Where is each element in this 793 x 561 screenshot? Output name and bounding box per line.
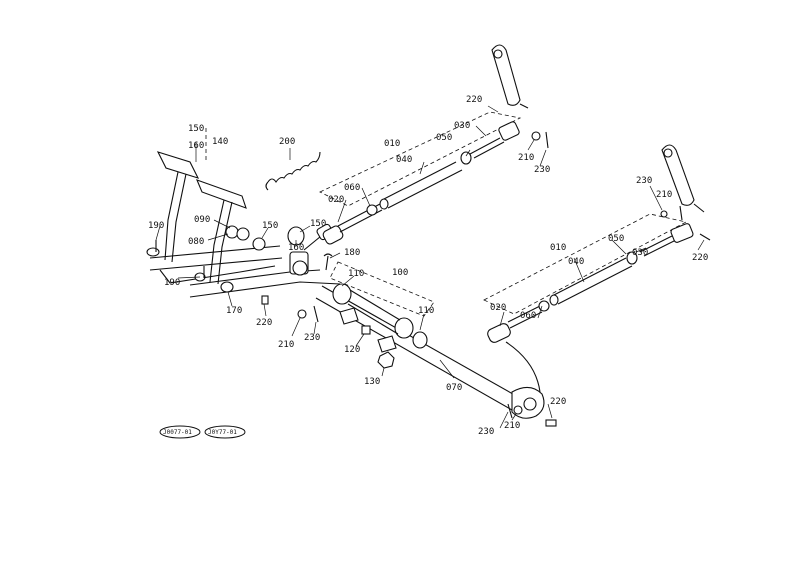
callout-110-b: 110 [418, 306, 434, 316]
pedal-boss [252, 237, 266, 251]
callout-190-a: 190 [148, 221, 164, 231]
callout-060-top: 060 [344, 183, 360, 193]
callout-210-top: 210 [518, 153, 534, 163]
callout-010-top: 010 [384, 139, 400, 149]
callout-030-right: 030 [632, 248, 648, 258]
reference-code-2: J0Y77-01 [208, 429, 237, 436]
callout-210-left: 210 [278, 340, 294, 350]
callout-210-bottom-right: 210 [504, 421, 520, 431]
callout-220-top: 220 [466, 95, 482, 105]
callout-230-left: 230 [304, 333, 320, 343]
callout-090: 090 [194, 215, 210, 225]
callout-160-top: 160 [188, 141, 204, 151]
callout-labels: 150 160 140 200 190 090 080 150 150 160 … [148, 95, 708, 437]
cross-shaft-assembly [315, 261, 557, 427]
callout-070: 070 [446, 383, 462, 393]
reference-codes: J0077-01 J0Y77-01 [159, 425, 246, 439]
bushing [225, 225, 239, 239]
callout-120: 120 [344, 345, 360, 355]
callout-060-right: 060 [520, 311, 536, 321]
callout-010-right: 010 [550, 243, 566, 253]
callout-160-mid: 160 [288, 243, 304, 253]
upper-lever-arm [491, 44, 521, 106]
callout-150-b: 150 [310, 219, 326, 229]
callout-020-right: 020 [490, 303, 506, 313]
callout-100: 100 [392, 268, 408, 278]
callout-180: 180 [344, 248, 360, 258]
callout-030-top: 030 [454, 121, 470, 131]
callout-230-top: 230 [534, 165, 550, 175]
leader-lines [155, 105, 705, 429]
callout-230-bottom-right: 230 [478, 427, 494, 437]
right-lever-arm [661, 144, 695, 206]
callout-220-left: 220 [256, 318, 272, 328]
reference-code-oval-2 [204, 425, 246, 439]
callout-220-right: 220 [692, 253, 708, 263]
callout-170: 170 [226, 306, 242, 316]
callout-130: 130 [364, 377, 380, 387]
pedal-assembly [146, 151, 341, 323]
callout-140: 140 [212, 137, 228, 147]
return-spring [267, 151, 321, 183]
callout-220-bottom-right: 220 [550, 397, 566, 407]
reference-code-oval-1 [159, 425, 201, 439]
clutch-pedal-pad [196, 179, 247, 209]
callout-190-b: 190 [164, 278, 180, 288]
upper-rod-assembly [319, 44, 549, 245]
right-rod-assembly [483, 144, 711, 343]
callout-020-top: 020 [328, 195, 344, 205]
callout-040-right: 040 [568, 257, 584, 267]
callout-040-top: 040 [396, 155, 412, 165]
callout-110-a: 110 [348, 269, 364, 279]
reference-code-1: J0077-01 [163, 429, 192, 436]
callout-150-top: 150 [188, 124, 204, 134]
callout-230-right: 230 [636, 176, 652, 186]
callout-200: 200 [279, 137, 295, 147]
callout-210-right: 210 [656, 190, 672, 200]
callout-050-right: 050 [608, 234, 624, 244]
brake-pedal-pad [156, 151, 200, 179]
callout-080: 080 [188, 237, 204, 247]
callout-050-top: 050 [436, 133, 452, 143]
callout-150-a: 150 [262, 221, 278, 231]
